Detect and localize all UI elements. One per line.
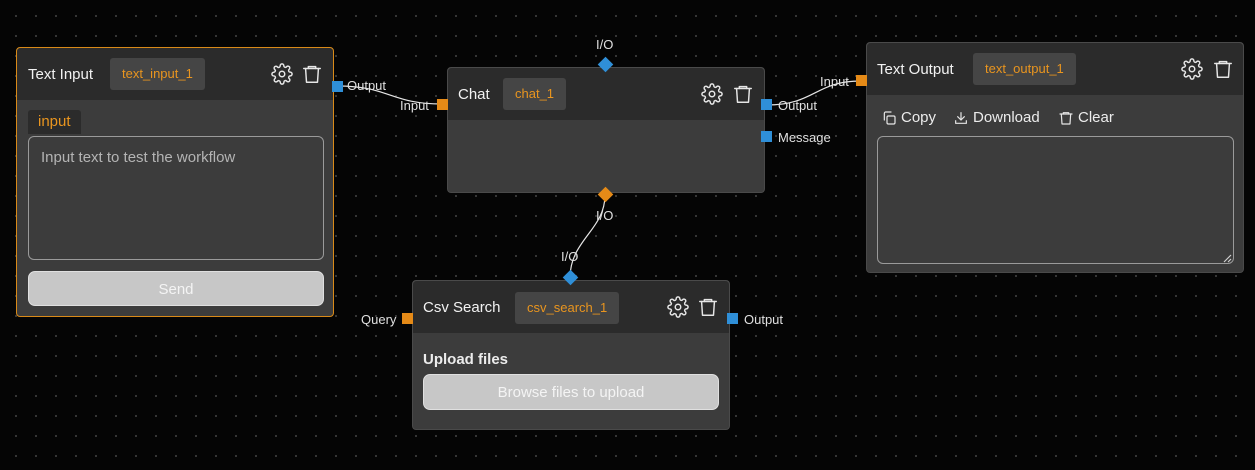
browse-files-button[interactable]: Browse files to upload bbox=[423, 374, 719, 410]
gear-icon[interactable] bbox=[701, 83, 723, 105]
chat-message-handle[interactable] bbox=[761, 131, 772, 142]
csv-search-output-handle[interactable] bbox=[727, 313, 738, 324]
trash-icon[interactable] bbox=[1212, 58, 1234, 80]
copy-button[interactable]: Copy bbox=[881, 107, 943, 129]
csv-search-query-label: Query bbox=[361, 312, 397, 327]
chat-message-label: Message bbox=[778, 130, 831, 145]
csv-search-node[interactable]: Csv Search csv_search_1 Upload files Bro… bbox=[412, 280, 730, 430]
chat-input-label: Input bbox=[400, 98, 429, 113]
node-header[interactable]: Csv Search csv_search_1 bbox=[413, 281, 729, 333]
csv-search-output-label: Output bbox=[744, 312, 784, 327]
node-title: Text Input bbox=[28, 66, 94, 83]
text-output-field[interactable] bbox=[877, 136, 1234, 264]
trash-icon[interactable] bbox=[697, 296, 719, 318]
node-header[interactable]: Text Output text_output_1 bbox=[867, 43, 1243, 95]
node-id-badge[interactable]: csv_search_1 bbox=[515, 292, 620, 324]
node-header[interactable]: Chat chat_1 bbox=[448, 68, 764, 120]
chat-output-label: Output bbox=[778, 98, 818, 113]
node-header[interactable]: Text Input text_input_1 bbox=[17, 48, 333, 100]
csv-search-query-handle[interactable] bbox=[402, 313, 413, 324]
download-icon bbox=[955, 112, 967, 124]
trash-icon[interactable] bbox=[732, 83, 754, 105]
gear-icon[interactable] bbox=[1181, 58, 1203, 80]
chat-bottom-io-label: I/O bbox=[596, 208, 614, 223]
node-title: Text Output bbox=[877, 61, 954, 78]
node-id-badge[interactable]: text_output_1 bbox=[973, 53, 1076, 85]
copy-icon bbox=[883, 111, 896, 125]
text-output-node[interactable]: Text Output text_output_1 Copy Download … bbox=[866, 42, 1244, 273]
resize-grip-icon[interactable] bbox=[1222, 253, 1232, 263]
text-output-input-handle[interactable] bbox=[856, 75, 867, 86]
text-output-input-label: Input bbox=[820, 74, 849, 89]
chat-input-handle[interactable] bbox=[437, 99, 448, 110]
csv-search-io-label: I/O bbox=[561, 249, 579, 264]
chat-node[interactable]: Chat chat_1 bbox=[447, 67, 765, 193]
copy-label: Copy bbox=[901, 109, 937, 126]
text-input-output-label: Output bbox=[347, 78, 387, 93]
node-id-badge[interactable]: chat_1 bbox=[503, 78, 567, 110]
node-title: Csv Search bbox=[423, 299, 501, 316]
text-input-field[interactable] bbox=[28, 136, 324, 260]
upload-files-label: Upload files bbox=[423, 351, 509, 368]
text-input-node[interactable]: Text Input text_input_1 input Send bbox=[16, 47, 334, 317]
input-field-tag: input bbox=[28, 110, 81, 134]
gear-icon[interactable] bbox=[667, 296, 689, 318]
clear-label: Clear bbox=[1078, 109, 1114, 126]
chat-top-io-label: I/O bbox=[596, 37, 614, 52]
text-input-output-handle[interactable] bbox=[332, 81, 343, 92]
chat-output-handle[interactable] bbox=[761, 99, 772, 110]
node-id-badge[interactable]: text_input_1 bbox=[110, 58, 205, 90]
download-button[interactable]: Download bbox=[953, 107, 1049, 129]
download-label: Download bbox=[973, 109, 1040, 126]
clear-button[interactable]: Clear bbox=[1058, 107, 1120, 129]
send-button[interactable]: Send bbox=[28, 271, 324, 306]
trash-icon bbox=[1059, 112, 1073, 125]
node-title: Chat bbox=[458, 86, 490, 103]
gear-icon[interactable] bbox=[271, 63, 293, 85]
trash-icon[interactable] bbox=[301, 63, 323, 85]
